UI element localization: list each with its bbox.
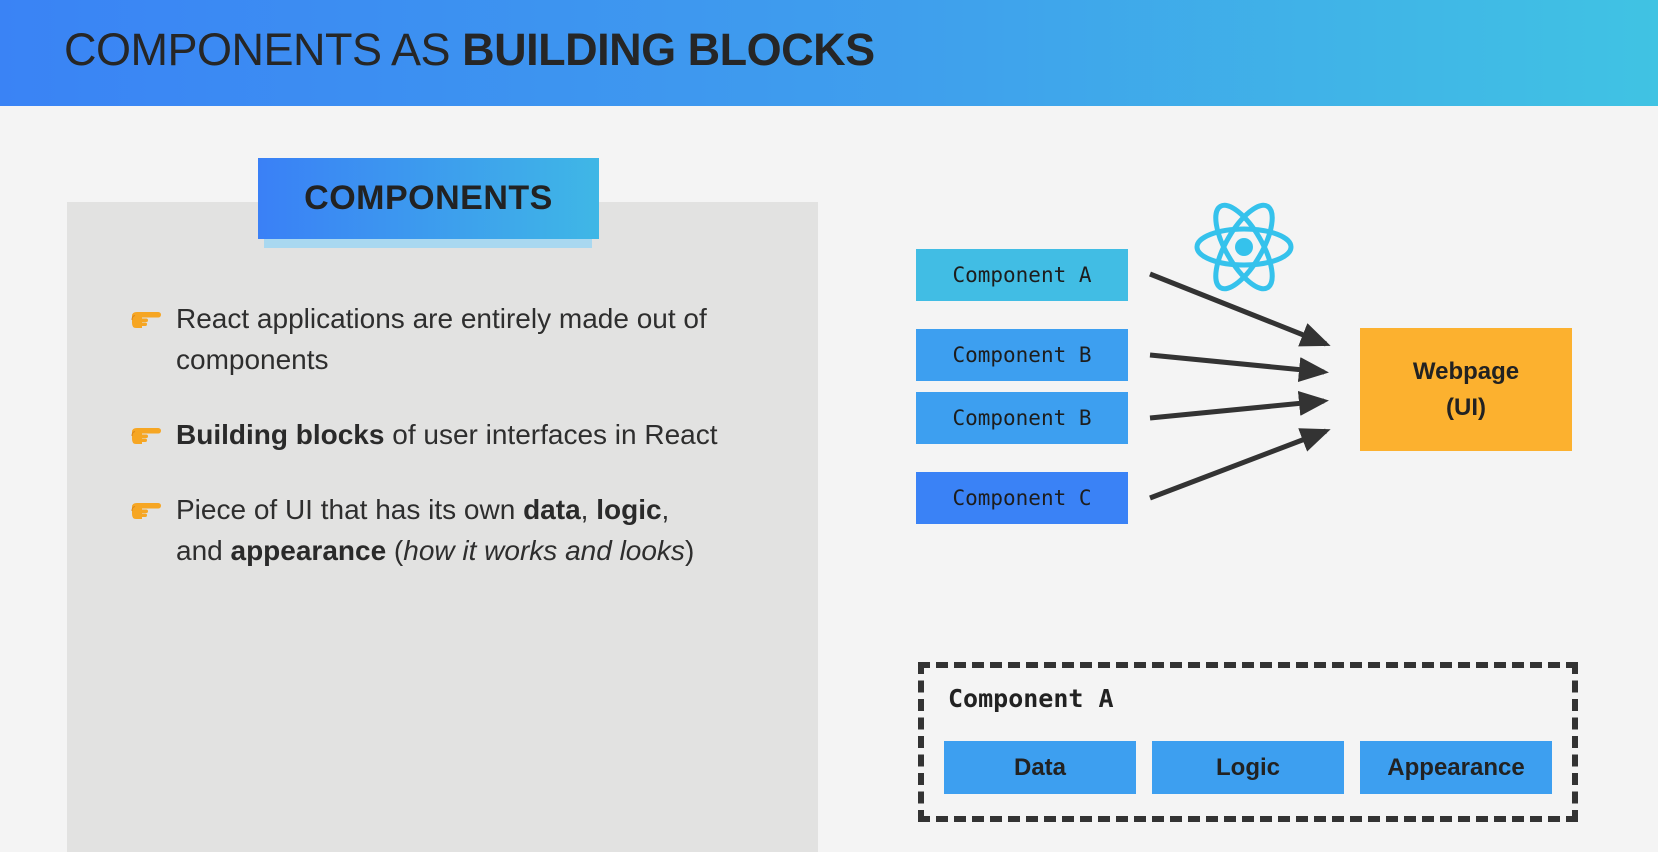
pointing-hand-icon xyxy=(131,503,161,519)
component-a-box: Component A xyxy=(916,249,1128,301)
webpage-sublabel: (UI) xyxy=(1446,393,1486,421)
title-bold: BUILDING BLOCKS xyxy=(462,24,875,75)
keyword-logic: logic xyxy=(596,494,662,525)
slide-title: COMPONENTS AS BUILDING BLOCKS xyxy=(64,24,875,76)
data-box: Data xyxy=(944,741,1136,794)
bullet-item: React applications are entirely made out… xyxy=(130,298,790,380)
pointing-hand-icon xyxy=(131,312,161,328)
bullet-text: Piece of UI that has its own xyxy=(176,494,516,525)
bullet-text: and xyxy=(176,535,223,566)
component-b-box: Component B xyxy=(916,329,1128,381)
bullet-item: Building blocks of user interfaces in Re… xyxy=(130,414,790,455)
separator: , xyxy=(661,494,670,525)
separator: , xyxy=(580,494,589,525)
bullet-text: of user interfaces in React xyxy=(392,419,718,450)
arrow-b2-to-webpage xyxy=(1149,390,1329,421)
arrow-c-to-webpage xyxy=(1149,428,1331,501)
content-panel xyxy=(67,202,818,852)
component-b-box: Component B xyxy=(916,392,1128,444)
bullet-item: Piece of UI that has its own data, logic… xyxy=(130,489,790,571)
paren-open: ( xyxy=(393,535,404,566)
italic-note: how it works and looks xyxy=(403,535,685,566)
pointing-hand-icon xyxy=(131,428,161,444)
paren-close: ) xyxy=(684,535,695,566)
bullet-text: React applications are entirely made out… xyxy=(176,303,707,375)
appearance-box: Appearance xyxy=(1360,741,1552,794)
title-plain: COMPONENTS AS xyxy=(64,24,451,75)
bullet-list: React applications are entirely made out… xyxy=(130,298,790,571)
webpage-box: Webpage (UI) xyxy=(1360,328,1572,451)
keyword-appearance: appearance xyxy=(230,535,387,566)
components-badge: COMPONENTS xyxy=(258,158,599,239)
keyword-data: data xyxy=(523,494,581,525)
component-c-box: Component C xyxy=(916,472,1128,524)
arrow-b1-to-webpage xyxy=(1149,352,1329,383)
bullet-bold-text: Building blocks xyxy=(176,419,385,450)
logic-box: Logic xyxy=(1152,741,1344,794)
react-logo-icon xyxy=(1194,202,1294,292)
breakdown-title: Component A xyxy=(948,684,1114,713)
component-breakdown-box xyxy=(918,662,1578,822)
webpage-label: Webpage xyxy=(1412,357,1520,385)
header-banner: COMPONENTS AS BUILDING BLOCKS xyxy=(0,0,1658,106)
